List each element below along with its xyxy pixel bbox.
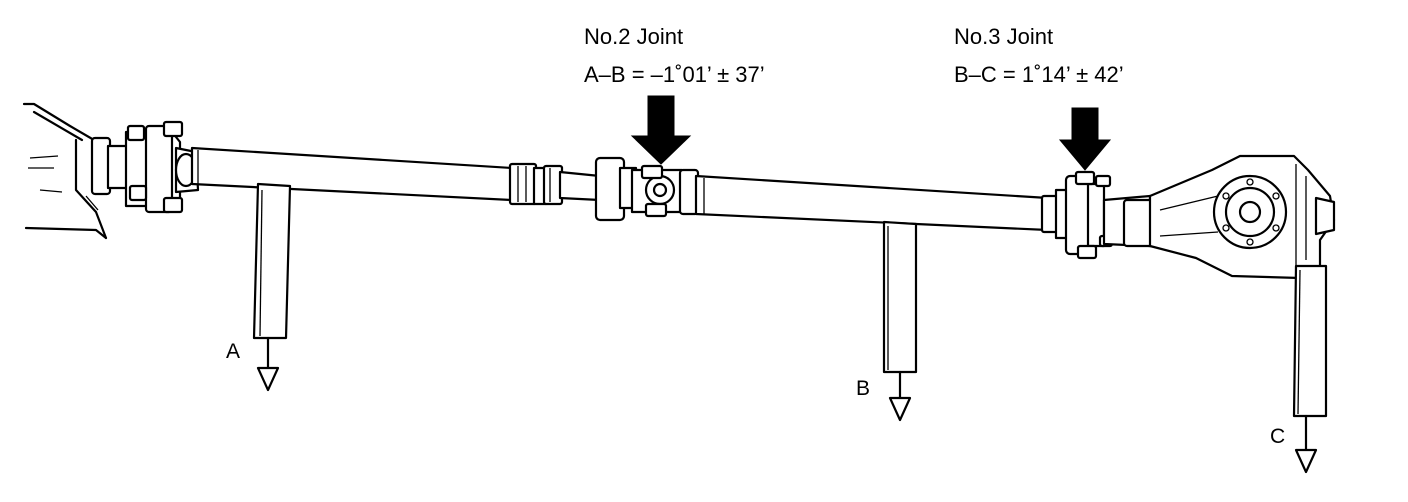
angle-gauge-a (252, 182, 292, 392)
rear-shaft-tube (694, 174, 1050, 232)
no2-joint-angle-spec: A–B = –1˚01’ ± 37’ (584, 62, 765, 87)
no2-joint-arrow-icon (630, 95, 692, 165)
front-flange-yoke (90, 120, 200, 214)
no2-joint-title: No.2 Joint (584, 24, 684, 49)
no3-joint-angle-spec: B–C = 1˚14’ ± 42’ (954, 62, 1124, 87)
no3-joint-arrow-icon (1058, 107, 1112, 171)
angle-gauge-b (882, 220, 918, 422)
gauge-label-a: A (226, 340, 241, 363)
gauge-label-c: C (1270, 425, 1286, 448)
transmission-housing (22, 102, 108, 240)
slip-joint (508, 162, 602, 206)
differential-housing (1102, 154, 1336, 280)
no2-universal-joint (594, 156, 700, 222)
gauge-label-b: B (856, 377, 871, 400)
front-shaft-tube (190, 146, 514, 202)
no3-joint-flange (1040, 170, 1114, 260)
angle-gauge-c (1292, 264, 1328, 474)
no3-joint-title: No.3 Joint (954, 24, 1054, 49)
